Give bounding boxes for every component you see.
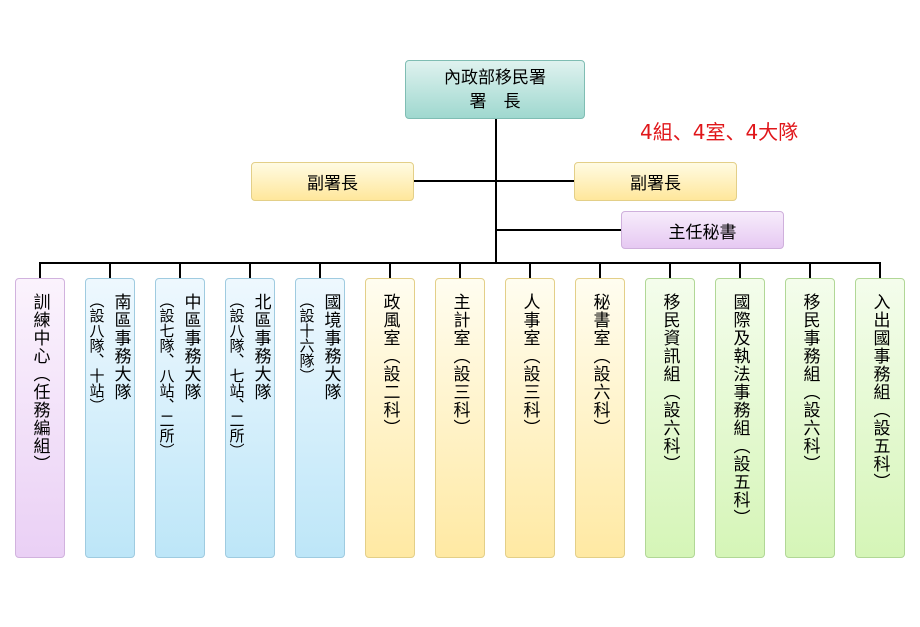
secretary-connector-line: [496, 229, 622, 231]
unit-drop-line: [179, 262, 181, 278]
unit-label: 國境事務大隊: [320, 293, 341, 401]
unit-drop-line: [459, 262, 461, 278]
director-general-box: 內政部移民署 署 長: [405, 60, 585, 119]
unit-box-entry-exit-division: 入出國事務組（設五科）: [855, 278, 905, 558]
unit-box-personnel-office: 人事室（設三科）: [505, 278, 555, 558]
unit-box-central-brigade: 中區事務大隊 （設七隊、八站、二所）: [155, 278, 205, 558]
head-agency-label: 內政部移民署: [444, 67, 546, 88]
unit-drop-line: [809, 262, 811, 278]
unit-box-intl-enforcement-division: 國際及執法事務組（設五科）: [715, 278, 765, 558]
head-title-label: 署 長: [469, 91, 521, 112]
unit-box-border-brigade: 國境事務大隊 （設十六隊）: [295, 278, 345, 558]
unit-box-north-brigade: 北區事務大隊 （設八隊、七站、二所）: [225, 278, 275, 558]
chief-secretary-box: 主任秘書: [621, 211, 784, 249]
unit-box-training-center: 訓練中心（任務編組）: [15, 278, 65, 558]
unit-sublabel: （設八隊、十站）: [87, 293, 106, 413]
unit-box-south-brigade: 南區事務大隊 （設八隊、十站）: [85, 278, 135, 558]
trunk-line: [495, 119, 497, 264]
deputy-director-box-right: 副署長: [574, 162, 737, 201]
summary-note: 4組、4室、4大隊: [640, 120, 799, 144]
unit-box-ethics-office: 政風室（設二科）: [365, 278, 415, 558]
unit-drop-line: [669, 262, 671, 278]
unit-label: 移民資訊組（設六科）: [659, 293, 680, 473]
unit-box-immigration-affairs-division: 移民事務組（設六科）: [785, 278, 835, 558]
unit-label: 人事室（設三科）: [519, 293, 540, 437]
unit-box-accounting-office: 主計室（設三科）: [435, 278, 485, 558]
unit-box-secretariat: 秘書室（設六科）: [575, 278, 625, 558]
unit-drop-line: [739, 262, 741, 278]
unit-label: 中區事務大隊: [180, 293, 201, 401]
unit-label: 秘書室（設六科）: [589, 293, 610, 437]
unit-label: 訓練中心（任務編組）: [29, 293, 50, 473]
unit-label: 政風室（設二科）: [379, 293, 400, 437]
unit-label: 移民事務組（設六科）: [799, 293, 820, 473]
unit-drop-line: [249, 262, 251, 278]
unit-sublabel: （設八隊、七站、二所）: [227, 293, 246, 458]
unit-label: 南區事務大隊: [110, 293, 131, 401]
deputy-connector-line: [414, 180, 574, 182]
unit-drop-line: [599, 262, 601, 278]
deputy-label-right: 副署長: [630, 174, 681, 194]
chief-secretary-label: 主任秘書: [668, 222, 737, 243]
deputy-director-box-left: 副署長: [251, 162, 414, 201]
unit-drop-line: [39, 262, 41, 278]
unit-label: 國際及執法事務組（設五科）: [729, 293, 750, 527]
unit-drop-line: [319, 262, 321, 278]
unit-label: 主計室（設三科）: [449, 293, 470, 437]
unit-drop-line: [879, 262, 881, 278]
unit-drop-line: [529, 262, 531, 278]
unit-box-info-division: 移民資訊組（設六科）: [645, 278, 695, 558]
unit-sublabel: （設七隊、八站、二所）: [157, 293, 176, 458]
deputy-label-left: 副署長: [307, 174, 358, 194]
unit-drop-line: [389, 262, 391, 278]
unit-drop-line: [109, 262, 111, 278]
unit-sublabel: （設十六隊）: [297, 293, 316, 383]
unit-label: 入出國事務組（設五科）: [869, 293, 890, 491]
unit-label: 北區事務大隊: [250, 293, 271, 401]
